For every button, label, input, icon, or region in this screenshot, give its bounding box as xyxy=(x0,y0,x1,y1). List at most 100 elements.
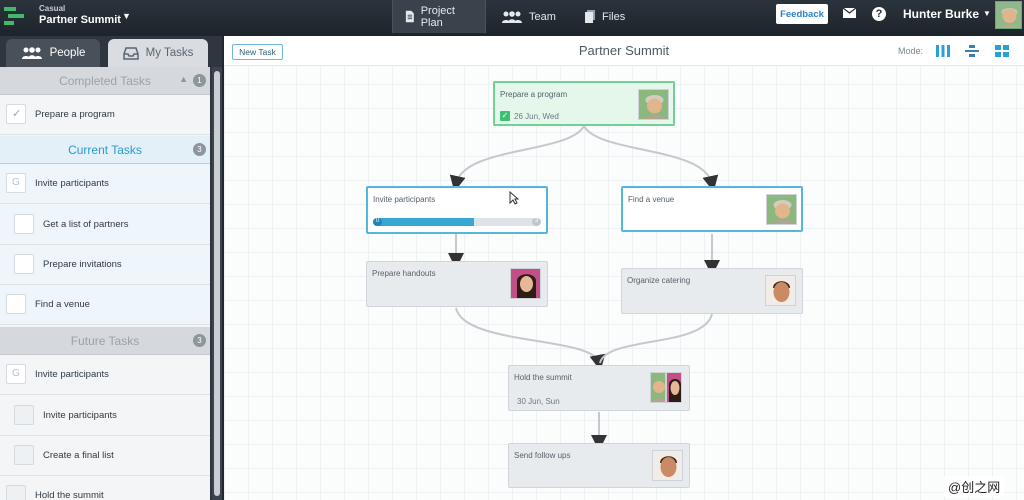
avatar[interactable] xyxy=(638,89,669,120)
files-icon xyxy=(585,10,595,23)
future-tasks-title: Future Tasks xyxy=(70,334,140,348)
avatar[interactable] xyxy=(666,372,682,403)
tab-team-label: Team xyxy=(529,10,556,23)
project-dropdown-caret-icon[interactable]: ▼ xyxy=(122,11,131,21)
list-item[interactable]: Invite participants xyxy=(0,355,210,395)
task-card-title: Prepare a program xyxy=(500,90,568,99)
task-card-find-venue[interactable]: Find a venue xyxy=(621,186,803,232)
task-card-title: Organize catering xyxy=(627,276,691,285)
list-item[interactable]: Invite participants xyxy=(0,396,210,436)
columns-mode-icon[interactable] xyxy=(936,45,950,57)
list-item[interactable]: Create a final list xyxy=(0,436,210,476)
grid-mode-icon[interactable] xyxy=(995,45,1009,57)
task-list-scrollbar[interactable] xyxy=(212,67,222,500)
collapse-chevron-icon[interactable]: ▲ xyxy=(179,74,188,84)
app-logo-icon[interactable] xyxy=(0,3,28,31)
page-title: Partner Summit xyxy=(578,43,670,58)
top-bar: Casual Partner Summit ▼ Project Plan Tea… xyxy=(0,0,1024,36)
list-item[interactable]: Find a venue xyxy=(0,285,210,325)
task-checkbox[interactable] xyxy=(6,485,26,500)
tab-project-plan[interactable]: Project Plan xyxy=(392,0,486,33)
task-card-invite-participants[interactable]: Invite participants 0 3 xyxy=(366,186,548,234)
tab-files[interactable]: Files xyxy=(572,0,642,33)
completed-count-badge: 1 xyxy=(193,74,206,87)
task-label: Find a venue xyxy=(35,299,90,310)
task-card-prepare-handouts[interactable]: Prepare handouts xyxy=(366,261,548,307)
current-count-badge: 3 xyxy=(193,143,206,156)
task-label: Prepare a program xyxy=(35,109,115,120)
task-card-send-follow-ups[interactable]: Send follow ups xyxy=(508,443,690,488)
mail-icon[interactable] xyxy=(843,8,856,18)
watermark: @创之网 xyxy=(944,476,1005,497)
current-tasks-header[interactable]: Current Tasks 3 xyxy=(0,136,210,164)
tab-files-label: Files xyxy=(602,10,626,23)
task-card-title: Prepare handouts xyxy=(372,269,436,278)
avatar[interactable] xyxy=(766,194,797,225)
task-card-title: Find a venue xyxy=(628,195,675,204)
list-item[interactable]: Invite participants xyxy=(0,164,210,204)
dependency-connectors xyxy=(448,125,720,451)
project-category: Casual xyxy=(39,4,66,13)
task-card-hold-summit[interactable]: Hold the summit 30 Jun, Sun xyxy=(508,365,690,411)
task-checkbox[interactable] xyxy=(6,173,26,193)
avatar[interactable] xyxy=(510,268,541,299)
completed-check-icon: ✓ xyxy=(500,111,510,121)
user-dropdown-caret-icon[interactable]: ▼ xyxy=(983,9,991,18)
task-card-organize-catering[interactable]: Organize catering xyxy=(621,268,803,314)
task-checkbox[interactable] xyxy=(14,405,34,425)
tree-mode-icon[interactable] xyxy=(965,45,979,57)
document-icon xyxy=(405,10,414,23)
tab-team[interactable]: Team xyxy=(489,0,569,33)
task-checkbox[interactable] xyxy=(14,445,34,465)
task-checkbox[interactable] xyxy=(6,294,26,314)
task-card-date: 30 Jun, Sun xyxy=(517,397,560,406)
team-icon xyxy=(502,10,522,23)
task-label: Invite participants xyxy=(35,178,109,189)
mode-label: Mode: xyxy=(898,46,924,56)
avatar[interactable] xyxy=(650,372,666,403)
task-label: Get a list of partners xyxy=(43,219,129,230)
task-card-prepare-program[interactable]: Prepare a program ✓ 26 Jun, Wed xyxy=(493,81,675,126)
task-card-date: 26 Jun, Wed xyxy=(514,112,559,121)
inbox-icon xyxy=(122,46,139,60)
tab-project-plan-label: Project Plan xyxy=(420,4,455,29)
tab-people-label: People xyxy=(49,47,86,59)
completed-tasks-header[interactable]: Completed Tasks ▲ 1 xyxy=(0,67,210,95)
task-label: Prepare invitations xyxy=(43,259,122,270)
task-checkbox[interactable] xyxy=(6,364,26,384)
task-checkbox[interactable] xyxy=(14,214,34,234)
list-item[interactable]: Prepare invitations xyxy=(0,245,210,285)
task-card-title: Hold the summit xyxy=(514,373,572,382)
avatar[interactable] xyxy=(652,450,683,481)
future-tasks-header[interactable]: Future Tasks 3 xyxy=(0,327,210,355)
list-item[interactable]: Hold the summit xyxy=(0,476,210,500)
task-card-title: Send follow ups xyxy=(514,451,571,460)
project-plan-canvas[interactable]: New Task Partner Summit Mode: Prepare a … xyxy=(224,36,1024,500)
user-avatar[interactable] xyxy=(995,1,1022,29)
task-list: Completed Tasks ▲ 1 Prepare a program Cu… xyxy=(0,67,210,500)
new-task-button[interactable]: New Task xyxy=(232,44,283,60)
task-progress-bar[interactable]: 0 3 xyxy=(373,218,541,226)
list-item[interactable]: Prepare a program xyxy=(0,95,210,135)
scrollbar-thumb[interactable] xyxy=(214,71,220,496)
progress-fill xyxy=(373,218,474,226)
task-checkbox[interactable] xyxy=(6,104,26,124)
avatar[interactable] xyxy=(765,275,796,306)
future-count-badge: 3 xyxy=(193,334,206,347)
task-checkbox[interactable] xyxy=(14,254,34,274)
feedback-button[interactable]: Feedback xyxy=(776,4,828,24)
task-card-title: Invite participants xyxy=(373,195,436,204)
tab-my-tasks[interactable]: My Tasks xyxy=(108,39,208,67)
project-name[interactable]: Partner Summit xyxy=(39,14,121,26)
task-label: Create a final list xyxy=(43,450,114,461)
list-item[interactable]: Get a list of partners xyxy=(0,205,210,245)
tab-people[interactable]: People xyxy=(6,39,100,67)
task-label: Invite participants xyxy=(43,410,117,421)
tab-my-tasks-label: My Tasks xyxy=(145,47,194,59)
help-icon[interactable]: ? xyxy=(872,7,886,21)
user-name[interactable]: Hunter Burke xyxy=(903,7,980,21)
left-panel: People My Tasks Completed Tasks ▲ 1 Prep… xyxy=(0,36,222,500)
current-tasks-title: Current Tasks xyxy=(68,143,142,157)
canvas-header: New Task Partner Summit Mode: xyxy=(224,36,1024,66)
